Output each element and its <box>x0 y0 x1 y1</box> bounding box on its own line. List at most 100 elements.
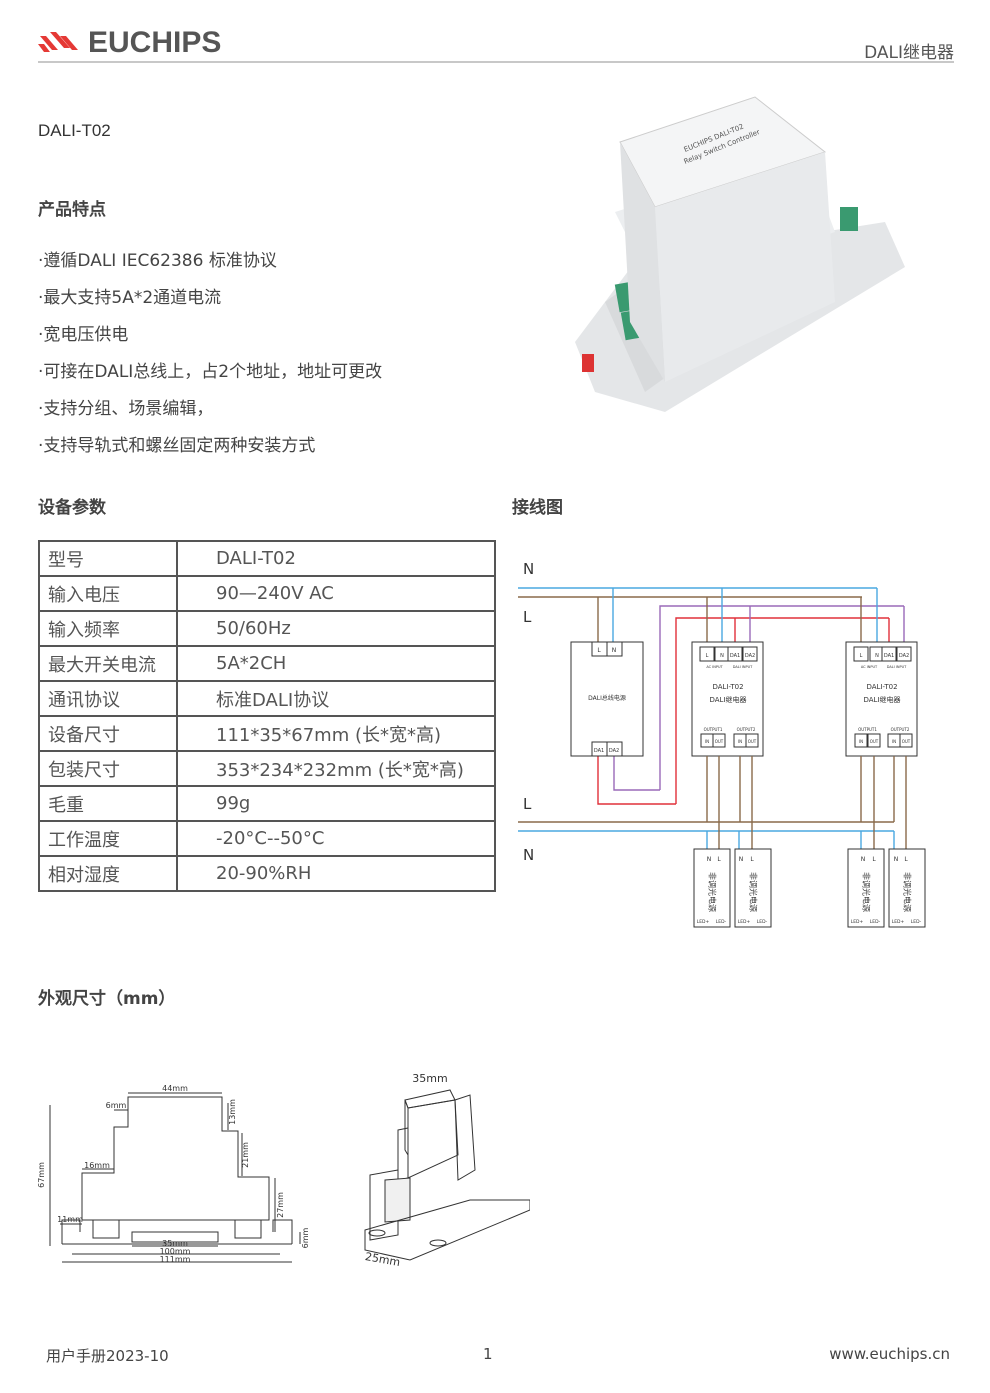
spec-key: 输入电压 <box>38 575 178 612</box>
terminal-label: OUT <box>870 739 879 744</box>
terminal-label: IN <box>859 739 863 744</box>
feature-item: ·支持导轨式和螺丝固定两种安装方式 <box>38 436 316 456</box>
spec-key: 工作温度 <box>38 820 178 857</box>
terminal-label: IN <box>705 739 709 744</box>
spec-value: 99g <box>176 785 496 822</box>
load-n-label: N <box>894 856 899 863</box>
ac-input-label: AC INPUT <box>861 665 878 669</box>
spec-value: -20°C--50°C <box>176 820 496 857</box>
terminal-label: DA2 <box>609 748 619 754</box>
terminal <box>881 646 897 662</box>
terminal <box>896 646 912 662</box>
dimension-label: 27mm <box>276 1192 285 1218</box>
spec-value: 111*35*67mm (长*宽*高) <box>176 715 496 752</box>
dali-input-label: DALI INPUT <box>887 665 907 669</box>
spec-value: 20-90%RH <box>176 855 496 892</box>
load-l-label: L <box>750 856 754 863</box>
footer-website[interactable]: www.euchips.cn <box>829 1345 950 1363</box>
load-l-label: L <box>904 856 908 863</box>
terminal-label: DA1 <box>594 748 604 754</box>
load-label: 非调光电源 <box>708 872 718 912</box>
da2-wire <box>613 756 660 791</box>
specs-heading: 设备参数 <box>38 498 106 518</box>
da1-bus <box>675 617 889 804</box>
label-l: L <box>523 608 532 626</box>
relay-name: DALI继电器 <box>709 695 746 704</box>
output2-label: OUTPUT2 <box>891 727 910 732</box>
terminal <box>899 733 913 748</box>
feature-item: ·可接在DALI总线上，占2个地址，地址可更改 <box>38 362 383 382</box>
dimension-label: 35mm <box>412 1072 447 1085</box>
da1-wire <box>597 756 676 805</box>
terminal <box>712 733 726 748</box>
spec-value: 90—240V AC <box>176 575 496 612</box>
da2-bus <box>659 605 904 790</box>
feature-item: ·遵循DALI IEC62386 标准协议 <box>38 251 277 271</box>
load-box <box>734 848 772 928</box>
spec-key: 设备尺寸 <box>38 715 178 752</box>
side-outline <box>81 1096 270 1221</box>
logo-mark-icon <box>38 32 78 52</box>
terminal <box>854 733 868 748</box>
terminal <box>853 646 869 662</box>
feature-item: ·宽电压供电 <box>38 325 129 345</box>
feature-item: ·最大支持5A*2通道电流 <box>38 288 222 308</box>
spec-value: DALI-T02 <box>176 540 496 577</box>
relay-model: DALI-T02 <box>712 683 743 691</box>
terminal-label: DA2 <box>745 653 755 659</box>
terminal-label: OUT <box>902 739 911 744</box>
dimension-label: 100mm <box>160 1247 191 1256</box>
led-plus-label: LED+ <box>697 919 710 925</box>
header-divider <box>38 61 954 63</box>
load-l-label: L <box>717 856 721 863</box>
dimension-label: 16mm <box>84 1161 110 1170</box>
dimension-label: 35mm <box>162 1239 188 1248</box>
spec-value: 353*234*232mm (长*宽*高) <box>176 750 496 787</box>
label-n: N <box>523 846 534 864</box>
output1-label: OUTPUT1 <box>704 727 723 732</box>
feature-item: ·支持分组、场景编辑， <box>38 399 214 419</box>
load-label: 非调光电源 <box>903 872 913 912</box>
output1-label: OUTPUT1 <box>858 727 877 732</box>
ac-input-label: AC INPUT <box>706 665 723 669</box>
load-box <box>847 848 885 928</box>
terminal-label: IN <box>738 739 742 744</box>
dimension-label: 111mm <box>160 1255 191 1264</box>
psu-box <box>570 641 644 757</box>
terminal-label: OUT <box>748 739 757 744</box>
led-minus-label: LED- <box>716 919 727 925</box>
load-label: 非调光电源 <box>749 872 759 912</box>
terminal-label: N <box>875 653 879 659</box>
terminal-label: OUT <box>715 739 724 744</box>
spec-key: 毛重 <box>38 785 178 822</box>
wiring-heading: 接线图 <box>512 498 563 518</box>
spec-key: 型号 <box>38 540 178 577</box>
dimension-label: 25mm <box>364 1250 401 1269</box>
dimension-label: 11mm <box>57 1215 83 1224</box>
terminal <box>745 733 759 748</box>
load-n-label: N <box>861 856 866 863</box>
load-n-label: N <box>739 856 744 863</box>
dali-input-label: DALI INPUT <box>733 665 753 669</box>
terminal <box>867 733 881 748</box>
footer-page-number: 1 <box>483 1345 493 1363</box>
spec-row: 通讯协议标准DALI协议 <box>38 680 496 717</box>
brand-logo: EUCHIPS <box>38 26 221 60</box>
relay-model: DALI-T02 <box>866 683 897 691</box>
spec-key: 包装尺寸 <box>38 750 178 787</box>
spec-key: 相对湿度 <box>38 855 178 892</box>
terminal-label: N <box>720 653 724 659</box>
led-plus-label: LED+ <box>892 919 905 925</box>
terminal <box>606 641 623 657</box>
terminal-label: DA1 <box>884 653 894 659</box>
led-plus-label: LED+ <box>851 919 864 925</box>
product-category: DALI继电器 <box>864 43 954 63</box>
terminal-label: L <box>597 647 601 654</box>
